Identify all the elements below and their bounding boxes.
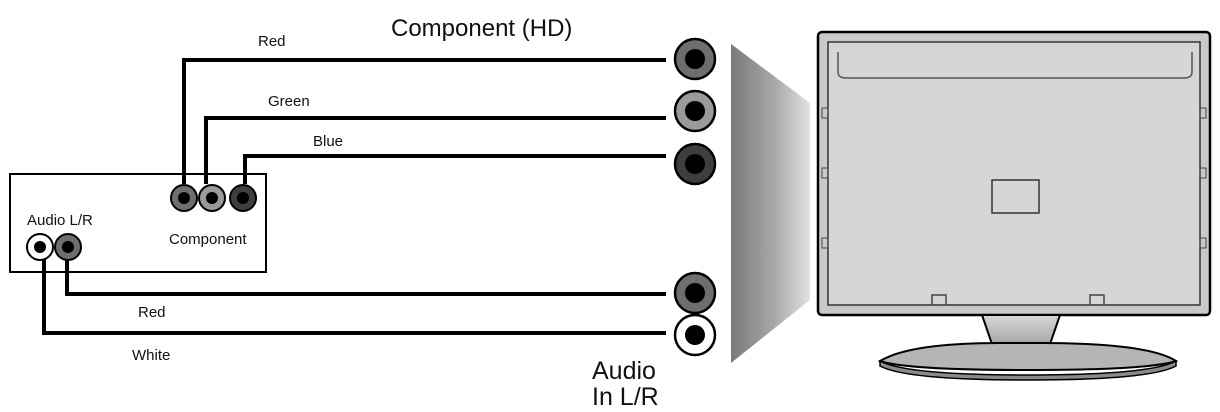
red-audio-cable-label: Red: [138, 304, 166, 321]
device-audio-label: Audio L/R: [27, 212, 93, 229]
device-component-jack-red: [170, 184, 198, 212]
green-component-cable: [204, 116, 666, 184]
red-component-cable-label: Red: [258, 33, 286, 50]
tv-audio-jack-red: [673, 271, 717, 315]
device-audio-jack-white: [26, 233, 54, 261]
green-component-cable-label: Green: [268, 93, 310, 110]
white-audio-cable: [42, 258, 666, 335]
component-hd-heading: Component (HD): [391, 15, 572, 42]
device-audio-jack-red: [54, 233, 82, 261]
audio-in-heading-line2: In L/R: [592, 383, 659, 411]
audio-in-heading-line1: Audio: [592, 357, 656, 385]
red-audio-cable: [65, 258, 666, 296]
tv-stand-illustration: [877, 314, 1179, 381]
tv-back-panel: [827, 41, 1201, 306]
device-component-label: Component: [169, 231, 247, 248]
blue-component-cable: [243, 154, 666, 184]
zoom-beam: [731, 44, 810, 363]
device-component-jack-green: [198, 184, 226, 212]
red-component-cable: [182, 58, 666, 184]
tv-component-jack-red: [673, 37, 717, 81]
tv-component-jack-green: [673, 89, 717, 133]
tv-back-illustration: [816, 30, 1212, 317]
tv-label-plate: [991, 179, 1040, 214]
tv-audio-jack-white: [673, 313, 717, 357]
blue-component-cable-label: Blue: [313, 133, 343, 150]
white-audio-cable-label: White: [132, 347, 170, 364]
device-component-jack-blue: [229, 184, 257, 212]
tv-component-jack-blue: [673, 142, 717, 186]
